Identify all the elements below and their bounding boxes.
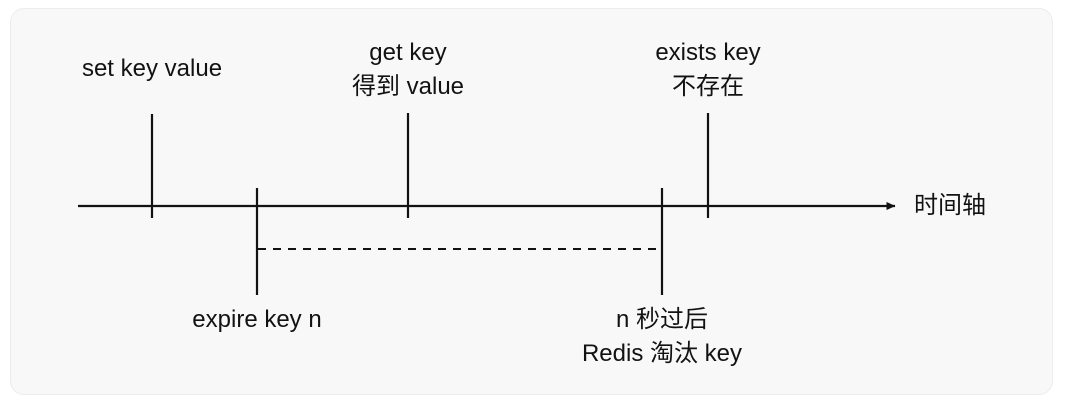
axis-name-label: 时间轴 <box>914 192 986 219</box>
event-label-expire-line-1: expire key n <box>192 306 322 333</box>
diagram-card <box>10 8 1053 395</box>
event-label-exists-line-2: 不存在 <box>672 73 744 100</box>
event-label-exists-line-1: exists key <box>655 39 761 66</box>
event-label-evict-line-2: Redis 淘汰 key <box>581 340 743 367</box>
event-label-evict-line-1: n 秒过后 <box>615 306 709 333</box>
event-label-get-line-2: 得到 value <box>351 73 465 100</box>
event-label-get-line-1: get key <box>369 39 447 66</box>
event-label-expire: expire key n <box>192 303 321 337</box>
event-label-set: set key value <box>82 52 222 86</box>
event-label-evict: n 秒过后 Redis 淘汰 key <box>582 303 742 371</box>
event-label-set-line-1: set key value <box>81 55 223 82</box>
event-label-exists: exists key 不存在 <box>655 36 760 104</box>
event-label-get: get key 得到 value <box>352 36 464 104</box>
